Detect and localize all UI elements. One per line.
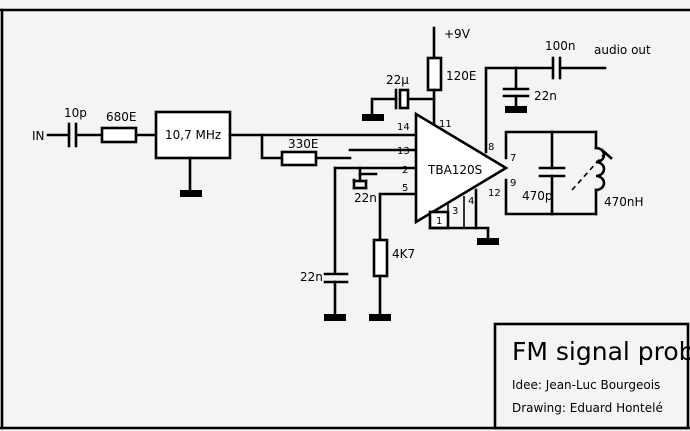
ground-symbol: [324, 314, 346, 321]
wire-tank-bottom: [504, 178, 598, 216]
pin-number: 3: [452, 206, 458, 217]
pin-number: 5: [402, 183, 408, 194]
feedback-resistor: [280, 150, 318, 167]
title-block: [493, 322, 690, 430]
wire-ic-gnd: [428, 226, 490, 242]
supply-capacitor-label: 22µ: [386, 73, 409, 87]
input-capacitor: [67, 122, 78, 148]
tank-inductor: [594, 146, 606, 192]
pin-number: 14: [397, 122, 410, 133]
supply-resistor-label: 120E: [446, 69, 477, 83]
output-capacitor-label: 100n: [545, 39, 576, 53]
pin-number: 2: [402, 165, 408, 176]
supply-electrolytic-capacitor: [394, 88, 410, 110]
ceramic-filter-box: [154, 110, 232, 160]
input-capacitor-label: 10p: [64, 106, 87, 120]
input-resistor-label: 680E: [106, 110, 137, 124]
wire-feedback: [260, 133, 284, 160]
title-text: FM signal probe: [512, 337, 690, 366]
ic-tba120s: [414, 111, 509, 225]
feedback-resistor-label: 330E: [288, 137, 319, 151]
ground-capacitor-label: 22n: [300, 270, 323, 284]
decoupling-capacitor-label: 22n: [534, 89, 557, 103]
drawing-credit: Drawing: Eduard Hontelé: [512, 401, 663, 415]
tank-inductor-label: 470nH: [604, 195, 644, 209]
tank-capacitor-label: 470p: [522, 189, 553, 203]
pin-number: 1: [436, 216, 442, 227]
audio-out-label: audio out: [594, 43, 651, 57]
pin-number: 7: [510, 153, 516, 164]
input-resistor: [100, 126, 138, 144]
pin-number: 13: [397, 146, 410, 157]
supply-label: +9V: [444, 27, 471, 41]
pin2-capacitor-label: 22n: [354, 191, 377, 205]
wire-tank-top: [504, 130, 598, 160]
pin-number: 12: [488, 188, 501, 199]
pin-number: 4: [468, 196, 474, 207]
ground-symbol: [505, 106, 527, 113]
ground-symbol: [180, 190, 202, 197]
ground-symbol: [362, 114, 384, 121]
ceramic-filter-label: 10,7 MHz: [165, 128, 221, 142]
input-label: IN: [32, 129, 45, 143]
output-coupling-capacitor: [551, 56, 562, 80]
ground-symbol: [477, 238, 499, 245]
ic-label: TBA120S: [427, 163, 482, 177]
ground-symbol: [369, 314, 391, 321]
pin5-resistor: [372, 238, 389, 278]
supply-resistor: [426, 56, 443, 92]
pin2-series-capacitor: [352, 166, 368, 190]
wire-pin5: [378, 192, 418, 242]
pin-number: 11: [439, 119, 452, 130]
idea-credit: Idee: Jean-Luc Bourgeois: [512, 378, 660, 392]
wire-elco-gnd: [370, 97, 398, 116]
pin-number: 8: [488, 142, 494, 153]
pin-number: 9: [510, 178, 516, 189]
pin5-resistor-label: 4K7: [392, 247, 415, 261]
variable-arrow: [571, 151, 607, 191]
wire-pin8-out: [484, 66, 554, 154]
variable-arrow-tip: [600, 148, 613, 160]
